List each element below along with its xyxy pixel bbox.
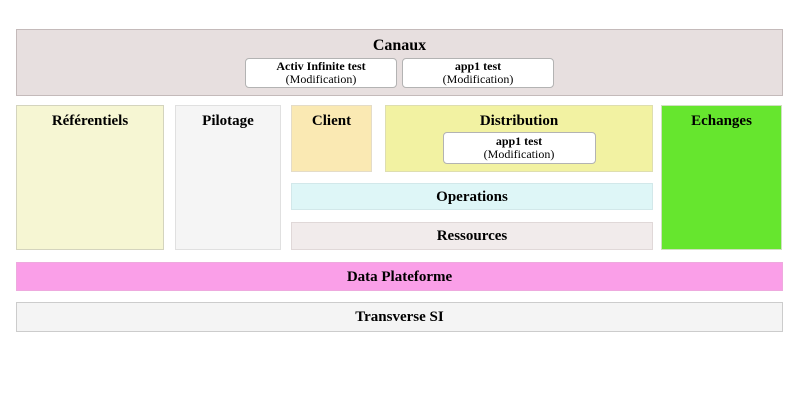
zone-echanges-title: Echanges [691,113,752,129]
zone-data-plateforme: Data Plateforme [16,262,783,291]
zone-client: Client [291,105,372,172]
zone-canaux-title: Canaux [372,37,427,54]
zone-operations: Operations [291,183,653,210]
app-status: (Modification) [285,72,357,86]
zone-referentiels: Référentiels [16,105,164,250]
zone-operations-title: Operations [436,188,508,205]
app-box-app1-test-distribution[interactable]: app1 test (Modification) [442,132,596,164]
app-name: Activ Infinite test [276,59,366,73]
zone-transverse-si-title: Transverse SI [355,309,444,325]
app-status: (Modification) [483,147,555,161]
app-status: (Modification) [442,72,514,86]
canaux-app-row: Activ Infinite test (Modification) app1 … [17,58,782,88]
zone-pilotage: Pilotage [175,105,281,250]
app-name: app1 test [495,134,543,148]
zone-data-plateforme-title: Data Plateforme [346,268,453,285]
app-box-app1-test-canaux[interactable]: app1 test (Modification) [402,58,554,88]
zone-pilotage-title: Pilotage [202,113,254,129]
zone-transverse-si: Transverse SI [16,302,783,332]
zone-distribution-title: Distribution [479,113,559,129]
zone-distribution: Distribution app1 test (Modification) [385,105,653,172]
zone-referentiels-title: Référentiels [51,113,129,129]
zone-ressources-title: Ressources [436,228,508,244]
zone-echanges: Echanges [661,105,782,250]
zone-ressources: Ressources [291,222,653,250]
app-name: app1 test [454,59,502,73]
app-box-activ-infinite-test[interactable]: Activ Infinite test (Modification) [245,58,397,88]
zone-canaux: Canaux Activ Infinite test (Modification… [16,29,783,96]
zone-client-title: Client [311,113,352,129]
